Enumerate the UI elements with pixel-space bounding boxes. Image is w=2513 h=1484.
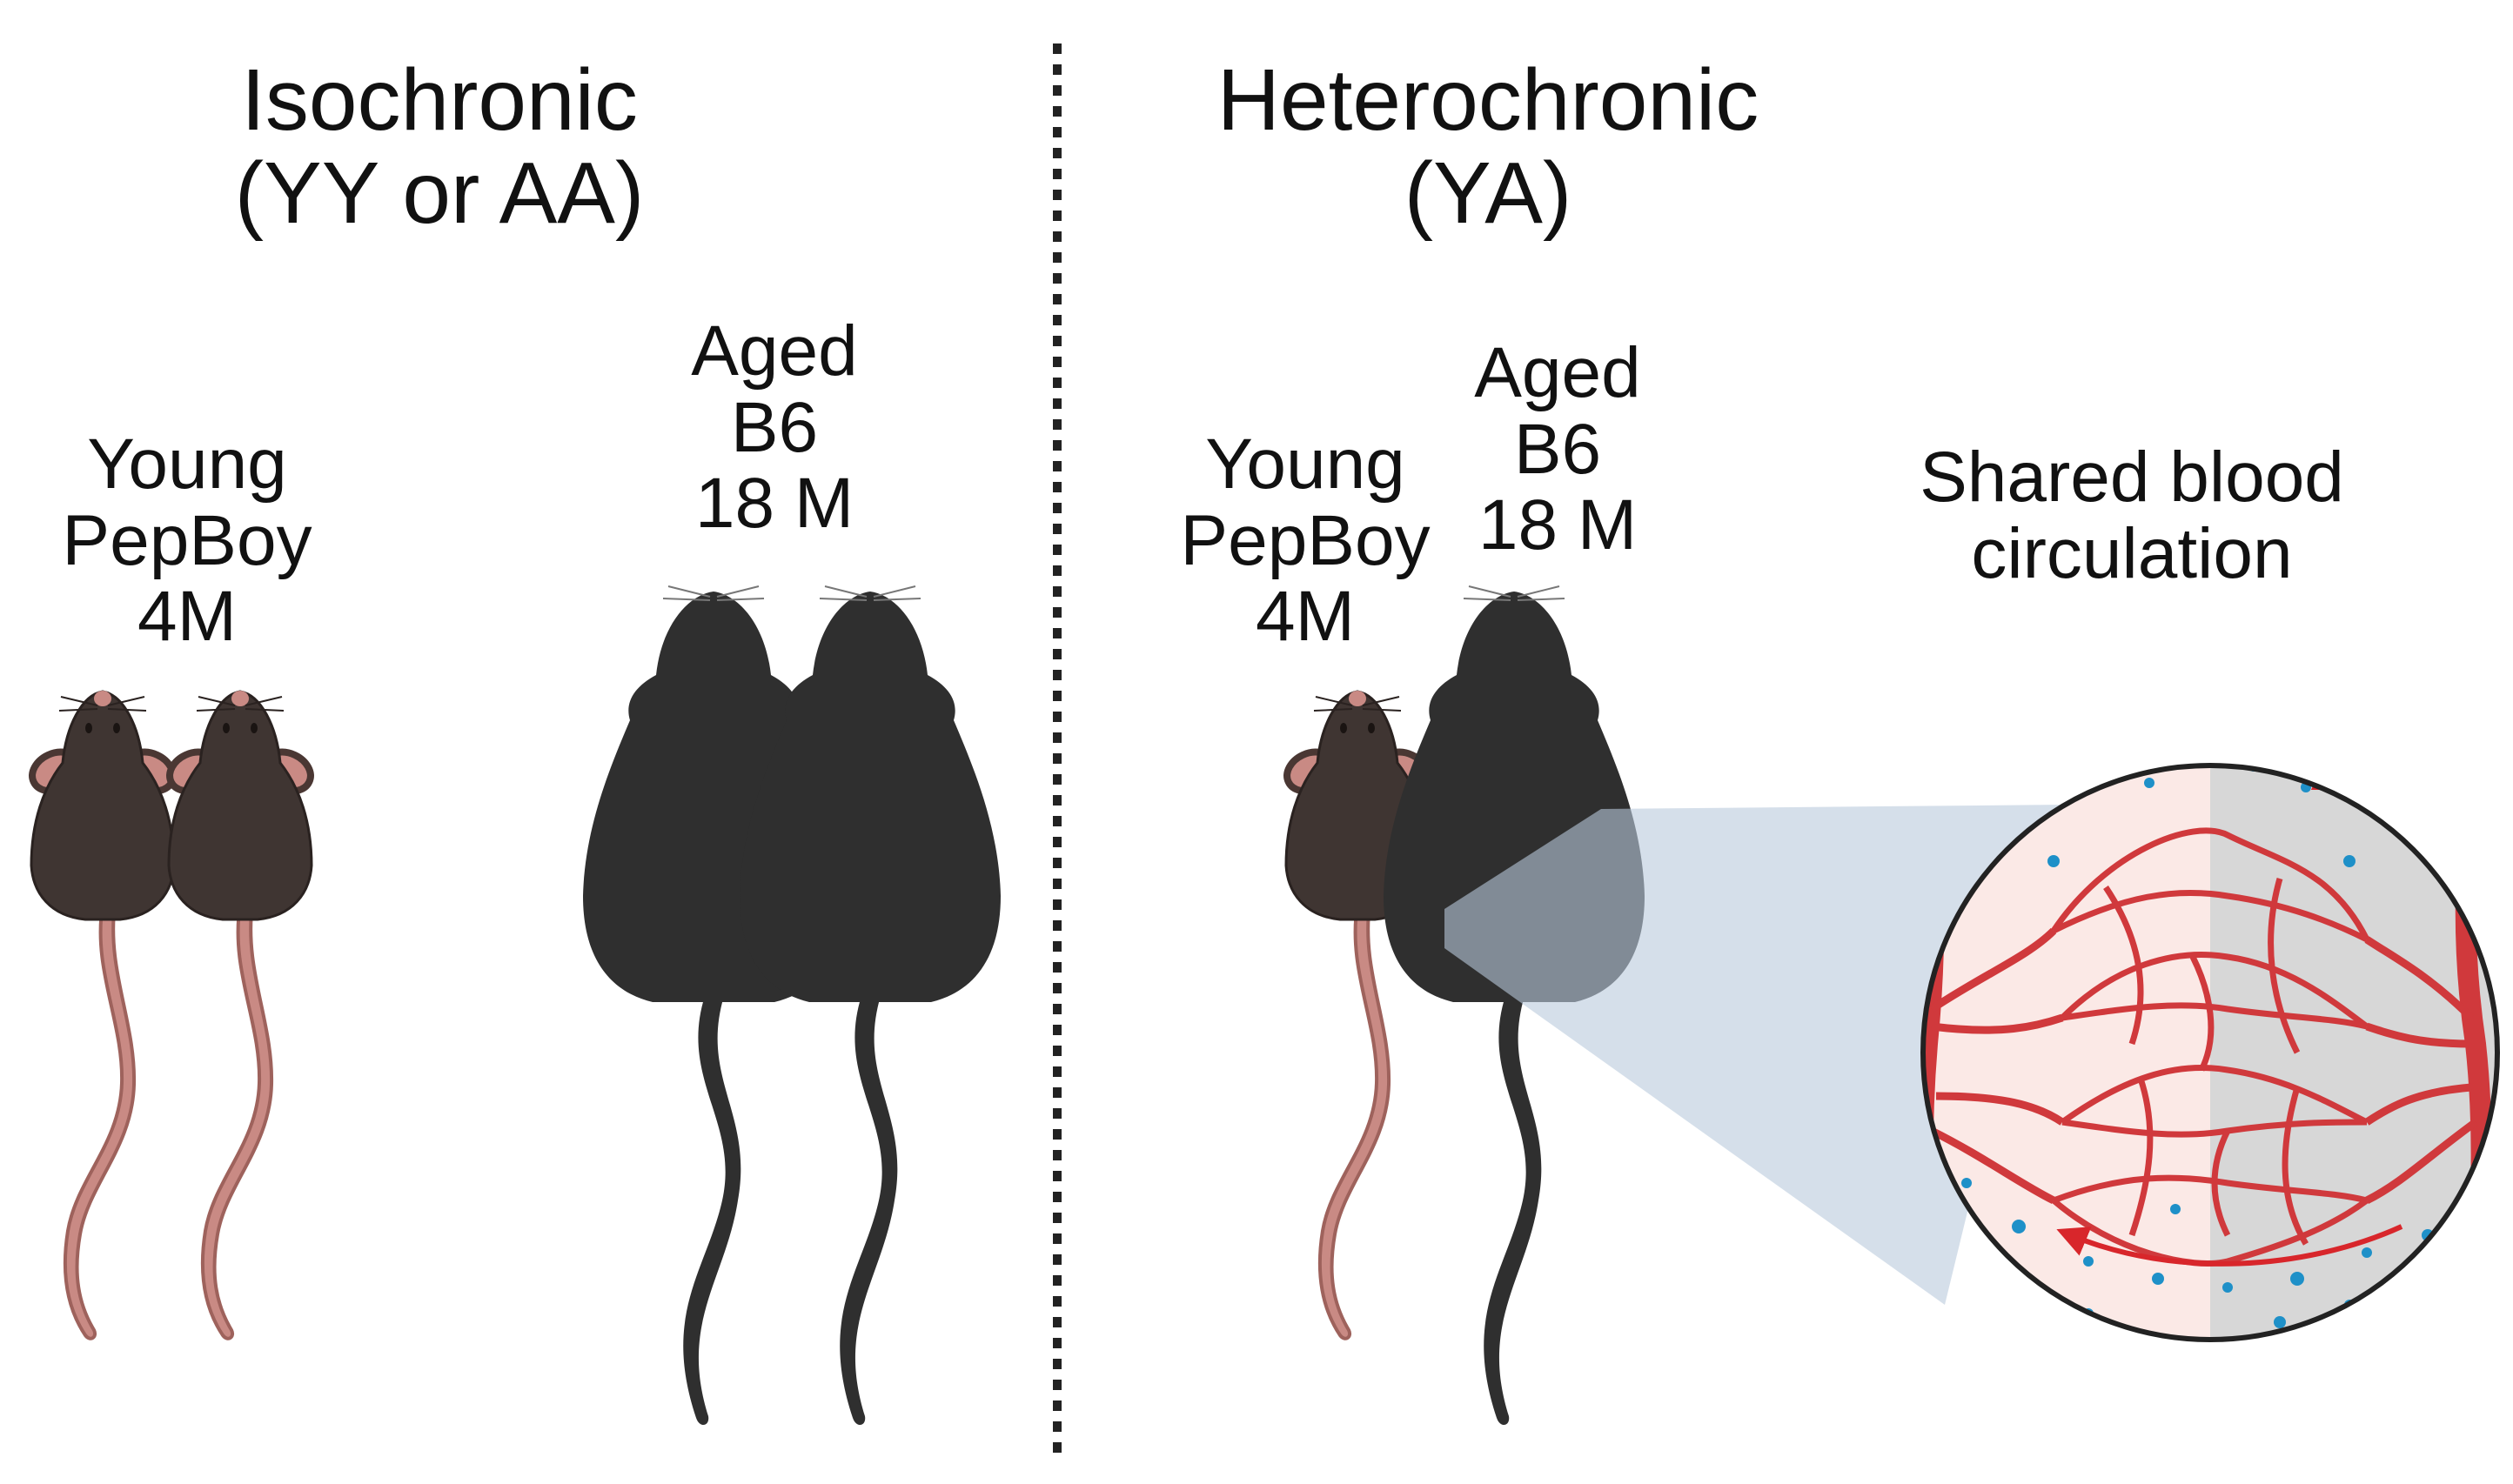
iso-young-line1: Young	[87, 424, 287, 504]
het-young-line1: Young	[1205, 424, 1405, 504]
het-aged-line3: 18 M	[1478, 485, 1638, 565]
het-aged-line1: Aged	[1474, 333, 1641, 412]
circulation-inset	[1920, 763, 2500, 1342]
iso-aged-line3: 18 M	[694, 464, 854, 544]
young-mouse-icon	[26, 691, 180, 1339]
iso-aged-line2: B6	[730, 387, 819, 467]
shared-circulation-line1: Shared blood	[1920, 438, 2344, 517]
iso-young-line2: PepBoy	[62, 500, 312, 580]
het-young-label: Young PepBoy 4M	[1153, 426, 1458, 655]
isochronic-title-line1: Isochronic	[241, 51, 638, 149]
het-aged-label: Aged B6 18 M	[1427, 335, 1688, 564]
blood-vessel-icon	[2455, 765, 2492, 1340]
circulation-arrow-icon	[2056, 1224, 2403, 1267]
heterochronic-title-line2: (YA)	[1404, 144, 1572, 242]
young-mouse-icon	[164, 691, 318, 1339]
het-young-line3: 4M	[1256, 577, 1355, 657]
iso-aged-line1: Aged	[691, 311, 858, 391]
isochronic-title: Isochronic (YY or AA)	[183, 54, 696, 240]
heterochronic-title: Heterochronic (YA)	[1157, 54, 1819, 240]
iso-young-line3: 4M	[137, 577, 237, 657]
het-young-line2: PepBoy	[1180, 500, 1431, 580]
heterochronic-title-line1: Heterochronic	[1216, 51, 1759, 149]
iso-aged-label: Aged B6 18 M	[644, 313, 905, 542]
isochronic-title-line2: (YY or AA)	[234, 144, 645, 242]
shared-circulation-label: Shared blood circulation	[1853, 439, 2410, 592]
het-aged-line2: B6	[1513, 409, 1602, 489]
zoom-cone	[1444, 805, 2067, 1305]
iso-young-label: Young PepBoy 4M	[35, 426, 339, 655]
shared-circulation-line2: circulation	[1971, 513, 2293, 593]
